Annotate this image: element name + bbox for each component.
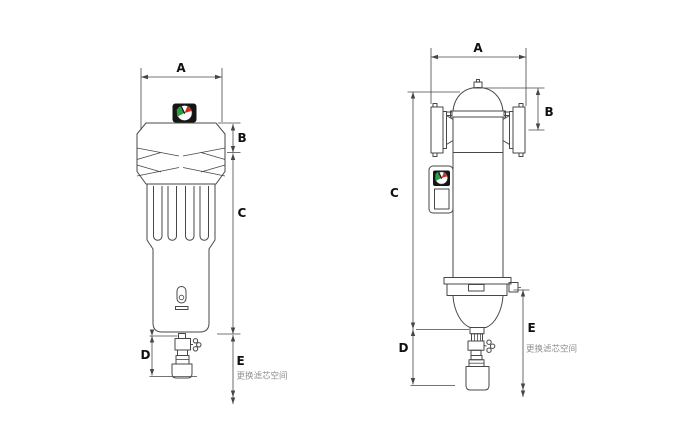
dimension-c-left: C (217, 153, 247, 335)
dimension-b-left: B (218, 122, 247, 153)
dimension-a-left: A (140, 61, 223, 130)
dim-e-label: E (528, 321, 536, 335)
head-ring (450, 110, 506, 118)
valve-handle-petal (486, 339, 492, 345)
valve-handle-petal (489, 343, 496, 349)
valve-handle-petal (192, 338, 199, 344)
bottle-neck (470, 355, 483, 361)
valve-handle-petal (486, 347, 492, 353)
right-filter-diagram: A B C D E 更换滤芯空间 (390, 41, 577, 397)
arrowheads (230, 124, 236, 153)
gauge-red-zone (184, 105, 193, 113)
clamp-band (443, 277, 521, 296)
clamp-body (446, 283, 508, 296)
dim-c-label: C (238, 206, 247, 220)
dim-b-label: B (545, 105, 554, 119)
dimension-a-right: A (430, 41, 527, 106)
dim-a-label: A (176, 61, 186, 75)
filter-head-outline (136, 122, 226, 185)
extension-lines (218, 122, 241, 153)
dim-d-label: D (399, 341, 409, 355)
arrowheads (410, 329, 416, 385)
bottle-body (171, 363, 193, 379)
vent-fitting (473, 79, 483, 89)
inlet-flange (430, 103, 454, 157)
flange-neck (502, 115, 510, 145)
left-filter-diagram: A B C D E 更换滤芯空间 (136, 61, 288, 404)
filter-replacement-note: 更换滤芯空间 (526, 344, 577, 355)
clamp-plate (468, 284, 485, 292)
filter-replacement-note: 更换滤芯空间 (237, 371, 288, 382)
sight-glass-base (175, 306, 189, 310)
valve-body (174, 338, 191, 351)
dimension-line (407, 91, 460, 329)
dimension-e-left: E 更换滤芯空间 (230, 335, 288, 404)
gauge-panel (428, 165, 454, 214)
head-facet-lines (136, 147, 226, 177)
bottle-body (465, 366, 490, 391)
dim-d-label: D (141, 348, 151, 362)
dimension-line (410, 329, 469, 386)
dimension-e-right: E 更换滤芯空间 (513, 289, 577, 397)
dimension-c-right: C (390, 91, 460, 329)
valve-outlet (470, 349, 482, 357)
sight-glass-body (176, 286, 187, 304)
drain-valve (467, 327, 496, 357)
dimension-line (513, 289, 530, 397)
bowl-ribs (153, 186, 209, 241)
drain-bottle (465, 355, 490, 391)
gauge-red-zone (441, 172, 448, 178)
flange-face (442, 111, 447, 149)
pressure-gauge-icon (172, 103, 197, 123)
drain-valve (174, 333, 202, 356)
flange-neck (446, 115, 454, 145)
valve-body (467, 340, 485, 351)
sight-glass-port (178, 294, 185, 301)
flange-disc (430, 106, 444, 154)
drain-boss (469, 327, 485, 335)
filter-bowl-outline (146, 184, 216, 333)
dim-e-label: E (237, 354, 245, 368)
drain-stem (178, 333, 186, 339)
valve-handle-petal (196, 342, 202, 348)
gauge-needle (438, 172, 443, 179)
drain-bottle (171, 355, 193, 379)
dim-a-label: A (473, 41, 483, 55)
extension-lines (483, 87, 545, 131)
valve-adapter (177, 349, 188, 356)
flange-bolts (503, 103, 524, 157)
vessel-dome (452, 87, 504, 112)
sight-glass (175, 286, 189, 310)
panel-window (434, 188, 450, 210)
nipple-threads (474, 333, 481, 341)
clamp-ring (443, 277, 512, 285)
flange-disc (512, 106, 526, 154)
panel-housing (428, 165, 454, 214)
arrowheads (149, 329, 155, 376)
dimension-line (217, 153, 241, 335)
gauge-green-zone (435, 171, 442, 181)
vessel-shell (452, 117, 504, 278)
dim-b-label: B (238, 131, 247, 145)
bottom-dome (452, 295, 504, 328)
dimension-d-left: D (141, 329, 197, 377)
flange-face (509, 111, 514, 149)
valve-handle-petal (192, 346, 199, 352)
outlet-flange (502, 103, 526, 157)
dimension-line (149, 335, 197, 377)
gauge-green-zone (176, 106, 185, 117)
dimension-d-right: D (399, 329, 469, 386)
gauge-needle (180, 105, 186, 114)
dim-c-label: C (390, 186, 399, 200)
dimension-b-right: B (483, 87, 554, 131)
flange-bolts (432, 103, 453, 157)
